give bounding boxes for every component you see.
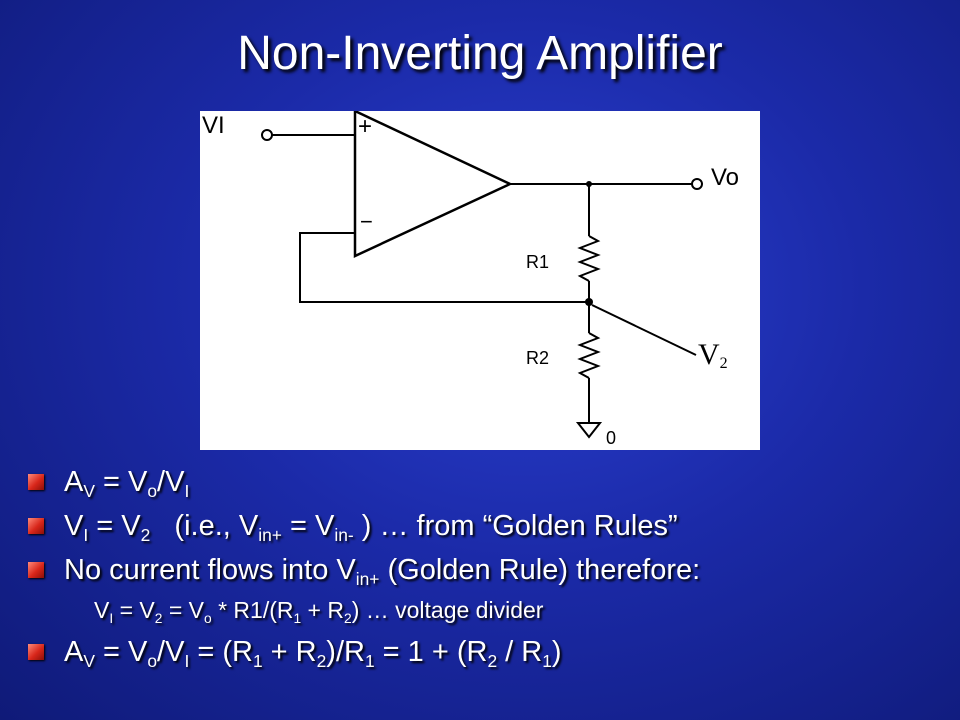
bullet-marker bbox=[28, 474, 44, 490]
r2-label: R2 bbox=[526, 348, 549, 368]
bullet-golden-rules: VI = V2 (i.e., Vin+ = Vin- ) … from “Gol… bbox=[28, 506, 948, 550]
v2-node-dot bbox=[585, 298, 593, 306]
ground-label: 0 bbox=[606, 428, 616, 448]
resistor-r2 bbox=[577, 332, 601, 379]
bullet-marker bbox=[28, 518, 44, 534]
vi-label: VI bbox=[202, 112, 225, 139]
op-amp-triangle bbox=[353, 111, 513, 258]
plus-sign: + bbox=[358, 113, 372, 140]
sub-bullet-voltage-divider: VI = V2 = Vo * R1/(R1 + R2) … voltage di… bbox=[94, 597, 544, 626]
v2-label: V2 bbox=[698, 338, 728, 372]
feedback-wire bbox=[299, 232, 589, 303]
resistor-r1 bbox=[577, 235, 601, 282]
bullet-gain-result: AV = Vo/VI = (R1 + R2)/R1 = 1 + (R2 / R1… bbox=[28, 632, 948, 676]
bullet-marker bbox=[28, 562, 44, 578]
circuit-diagram: VI + − Vo R1 R2 0 V2 bbox=[200, 111, 760, 450]
bullet-list: AV = Vo/VI VI = V2 (i.e., Vin+ = Vin- ) … bbox=[28, 462, 948, 676]
vo-label: Vo bbox=[711, 164, 739, 191]
output-node-dot bbox=[586, 181, 592, 187]
bullet-av-definition: AV = Vo/VI bbox=[28, 462, 948, 506]
bullet-marker bbox=[28, 644, 44, 660]
r1-label: R1 bbox=[526, 252, 549, 272]
slide-title: Non-Inverting Amplifier bbox=[237, 27, 723, 80]
circuit-svg: VI + − Vo R1 R2 0 V2 bbox=[202, 111, 739, 448]
minus-sign: − bbox=[360, 209, 373, 234]
output-terminal bbox=[691, 178, 703, 190]
input-terminal bbox=[261, 129, 273, 141]
ground-symbol bbox=[575, 422, 603, 439]
bullet-no-current: No current flows into Vin+ (Golden Rule)… bbox=[28, 550, 948, 594]
v2-pointer-line bbox=[591, 304, 697, 356]
